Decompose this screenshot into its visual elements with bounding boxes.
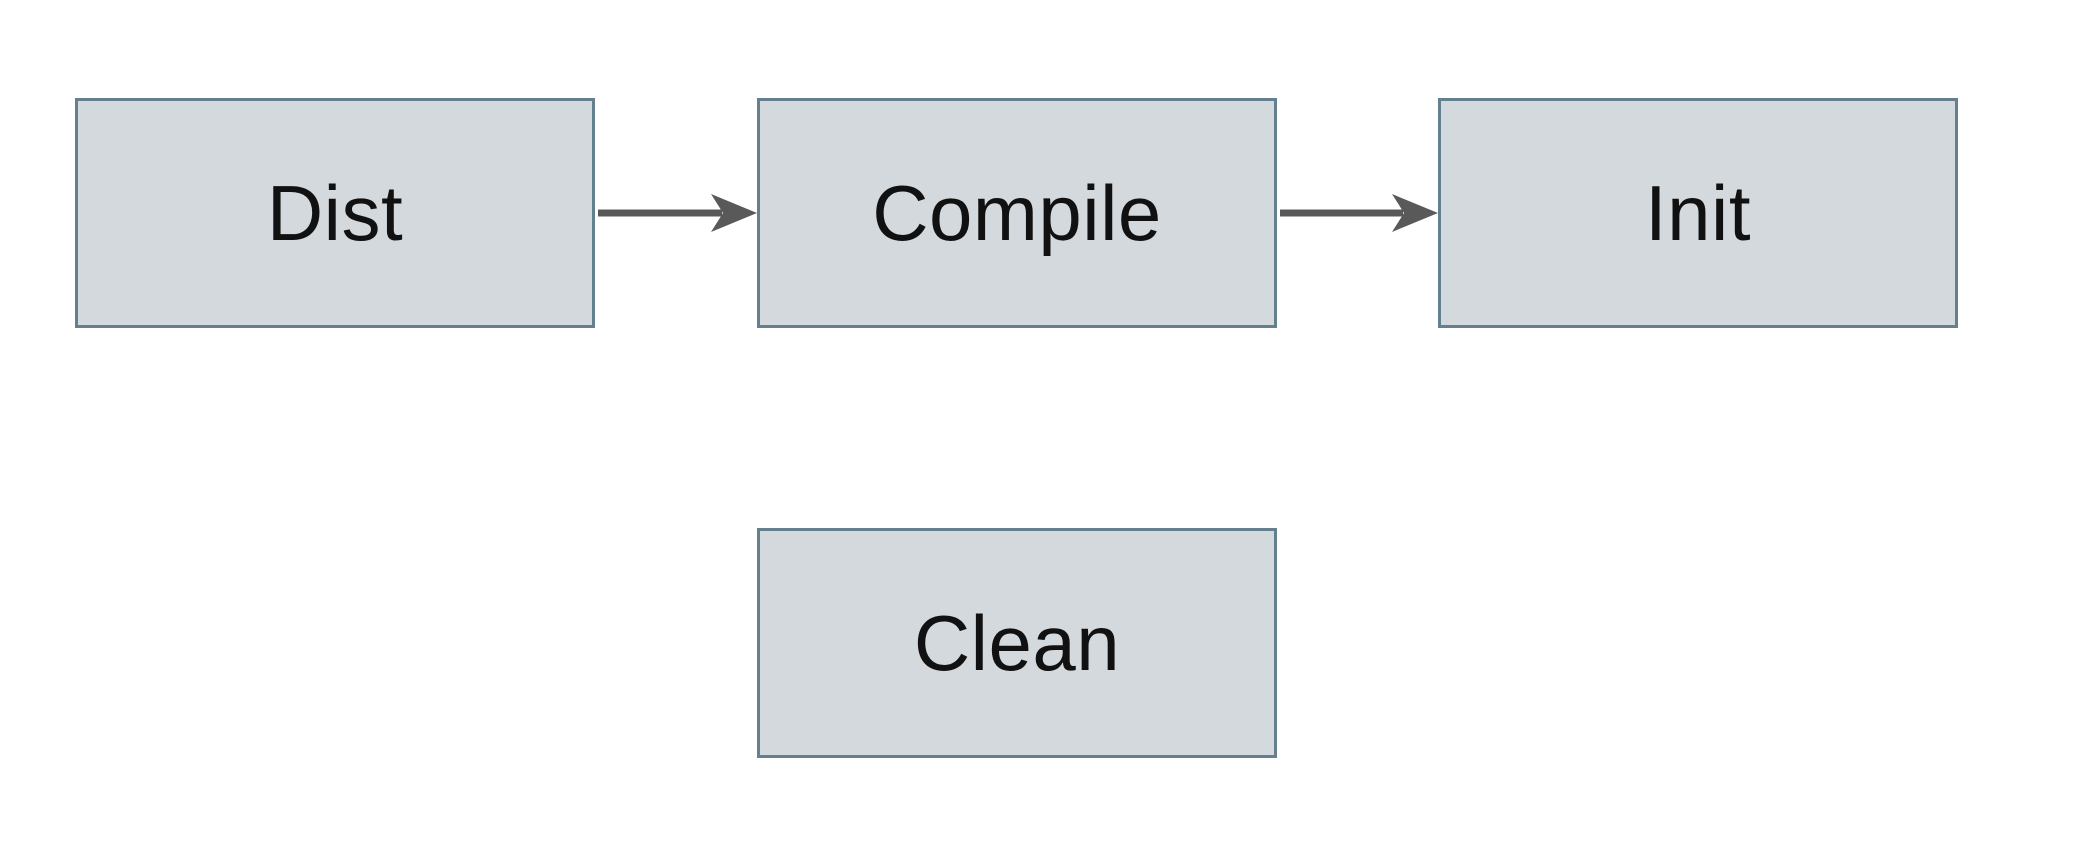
arrow-compile-to-init bbox=[1280, 194, 1438, 232]
node-dist: Dist bbox=[75, 98, 595, 328]
node-compile: Compile bbox=[757, 98, 1277, 328]
arrow-dist-to-compile bbox=[598, 194, 757, 232]
node-init: Init bbox=[1438, 98, 1958, 328]
node-compile-label: Compile bbox=[872, 169, 1162, 257]
node-clean-label: Clean bbox=[913, 599, 1121, 687]
node-dist-label: Dist bbox=[266, 169, 404, 257]
node-clean: Clean bbox=[757, 528, 1277, 758]
node-init-label: Init bbox=[1644, 169, 1752, 257]
